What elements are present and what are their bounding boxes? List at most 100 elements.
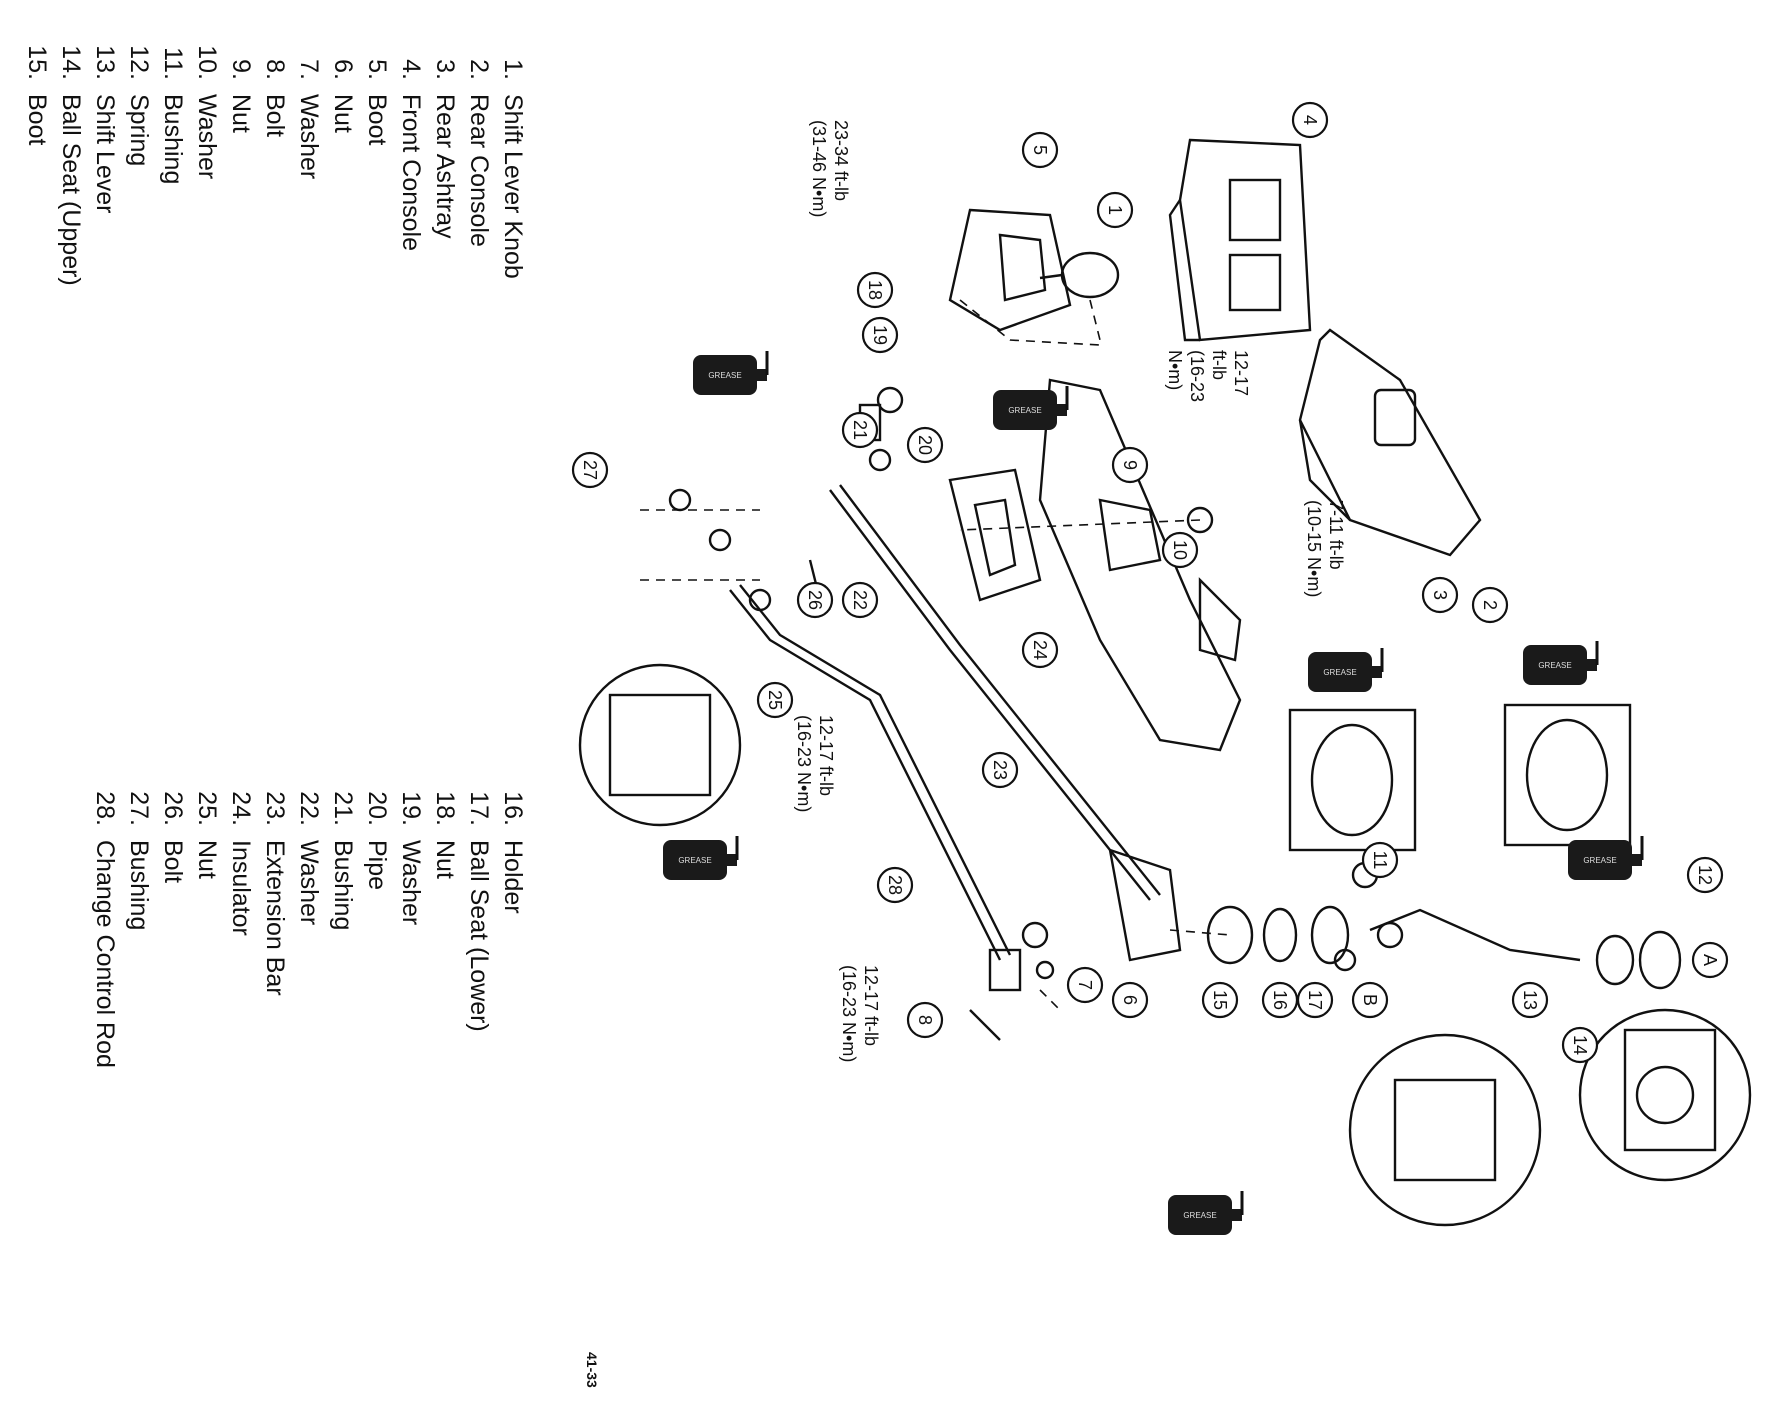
ball-seats [1206,905,1682,990]
callout-7: 7 [1066,966,1104,1004]
svg-text:GREASE: GREASE [1583,856,1616,865]
svg-text:25: 25 [765,690,785,710]
assembly-lines [640,299,1231,1011]
torque-spec: 7-11 ft-lb(10-15 N•m) [1304,500,1346,597]
svg-text:11: 11 [1370,851,1390,870]
shift-lever [1369,908,1581,962]
svg-text:9: 9 [1120,460,1140,470]
torque-spec: 12-17 ft-lb(16-23 N•m) [794,715,836,812]
svg-text:12-17 ft-lb: 12-17 ft-lb [861,965,881,1046]
callout-25: 25 [756,681,794,719]
front-console [1168,138,1312,342]
svg-text:6: 6 [1120,995,1140,1005]
console-bracket [1038,378,1242,752]
svg-text:20: 20 [915,435,935,455]
callout-3: 3 [1421,576,1459,614]
svg-text:12-17: 12-17 [1231,350,1251,396]
callout-26: 26 [796,581,834,619]
callout-28: 28 [876,866,914,904]
shift-boot [948,208,1072,332]
callout-21: 21 [841,411,879,449]
svg-text:7-11 ft-lb: 7-11 ft-lb [1326,500,1346,570]
detail-box-holder [1288,703,1632,852]
svg-text:28: 28 [885,875,905,895]
svg-text:N•m): N•m) [1165,350,1185,390]
svg-text:GREASE: GREASE [1323,668,1356,677]
svg-text:21: 21 [850,420,870,440]
svg-text:18: 18 [865,280,885,300]
svg-text:4: 4 [1300,115,1320,125]
svg-text:14: 14 [1570,1035,1590,1055]
callout-27: 27 [571,451,609,489]
svg-text:19: 19 [870,325,890,345]
grease-icon: GREASE [1168,1191,1244,1235]
callout-18: 18 [856,271,894,309]
callout-17: 17 [1296,981,1334,1019]
svg-text:GREASE: GREASE [708,371,741,380]
callout-6: 6 [1111,981,1149,1019]
rear-console [1298,328,1482,557]
callout-13: 13 [1511,981,1549,1019]
svg-text:7: 7 [1075,980,1095,990]
svg-text:(16-23: (16-23 [1187,350,1207,402]
svg-text:A: A [1700,954,1720,966]
svg-text:GREASE: GREASE [678,856,711,865]
svg-text:2: 2 [1480,600,1500,610]
callout-a: A [1691,941,1729,979]
svg-text:10: 10 [1170,540,1190,560]
callout-23: 23 [981,751,1019,789]
grease-icon: GREASE [663,836,739,880]
svg-text:8: 8 [915,1015,935,1025]
svg-text:27: 27 [580,460,600,480]
svg-text:1: 1 [1105,205,1125,215]
torque-spec: 23-34 ft-lb(31-46 N•m) [809,120,851,217]
callout-20: 20 [906,426,944,464]
callout-12: 12 [1686,856,1724,894]
callout-11: 11 [1361,841,1399,879]
svg-text:17: 17 [1305,990,1325,1010]
svg-text:(10-15 N•m): (10-15 N•m) [1304,500,1324,597]
svg-text:24: 24 [1030,640,1050,660]
callout-10: 10 [1161,531,1199,569]
callout-24: 24 [1021,631,1059,669]
svg-text:3: 3 [1430,590,1450,600]
callout-8: 8 [906,1001,944,1039]
svg-text:(31-46 N•m): (31-46 N•m) [809,120,829,217]
detail-circles [578,663,1752,1227]
callout-1: 1 [1096,191,1134,229]
svg-text:GREASE: GREASE [1008,406,1041,415]
grease-icon: GREASE [1523,641,1599,685]
callout-15: 15 [1201,981,1239,1019]
torque-spec: 12-17 ft-lb(16-23 N•m) [839,965,881,1062]
svg-text:26: 26 [805,590,825,610]
svg-text:ft-lb: ft-lb [1209,350,1229,380]
svg-text:23: 23 [990,760,1010,780]
callout-b: B [1351,981,1389,1019]
svg-text:13: 13 [1520,990,1540,1010]
svg-text:12: 12 [1695,865,1715,885]
svg-text:GREASE: GREASE [1183,1211,1216,1220]
callout-4: 4 [1291,101,1329,139]
callout-22: 22 [841,581,879,619]
svg-text:5: 5 [1030,145,1050,155]
svg-text:22: 22 [850,590,870,610]
svg-text:(16-23 N•m): (16-23 N•m) [839,965,859,1062]
extension-bar [829,484,1182,962]
grease-icon: GREASE [1568,836,1644,880]
svg-text:GREASE: GREASE [1538,661,1571,670]
grease-icon: GREASE [993,386,1069,430]
svg-text:B: B [1360,994,1380,1006]
grease-icon: GREASE [693,351,769,395]
svg-text:12-17 ft-lb: 12-17 ft-lb [816,715,836,796]
svg-text:15: 15 [1210,990,1230,1010]
svg-text:(16-23 N•m): (16-23 N•m) [794,715,814,812]
svg-text:16: 16 [1270,990,1290,1010]
svg-text:23-34 ft-lb: 23-34 ft-lb [831,120,851,201]
insulator [948,468,1042,602]
callout-16: 16 [1261,981,1299,1019]
callout-19: 19 [861,316,899,354]
torque-specs: 23-34 ft-lb(31-46 N•m) 12-17ft-lb(16-23N•… [794,120,1346,1062]
